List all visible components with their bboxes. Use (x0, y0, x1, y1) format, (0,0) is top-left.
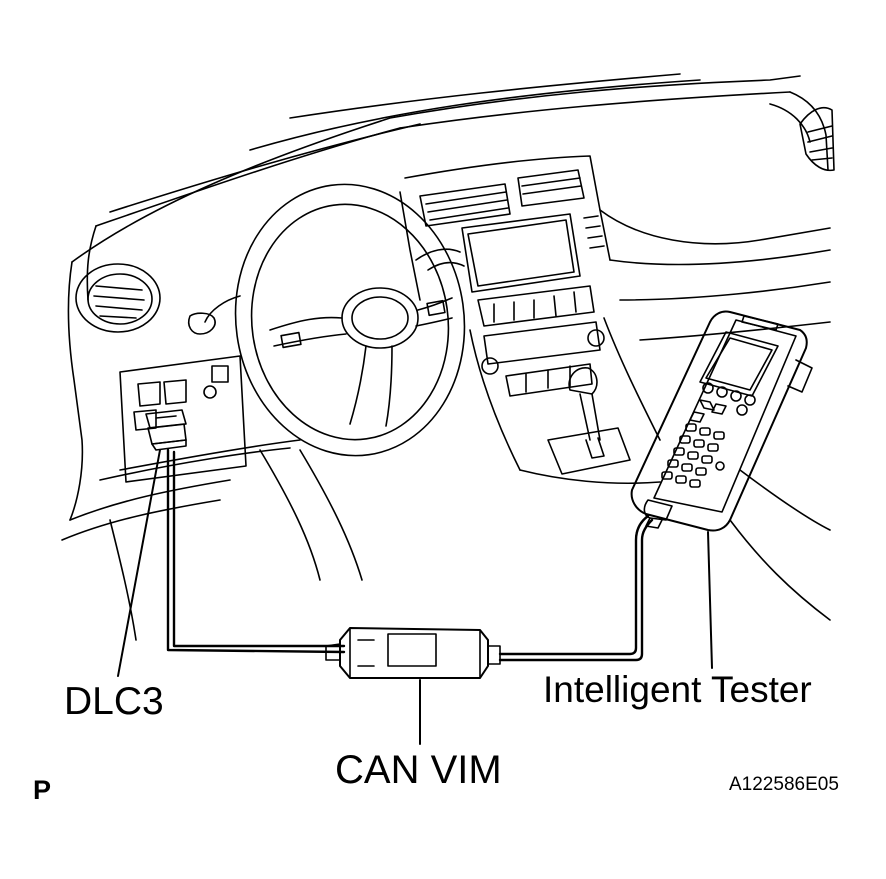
cable-dlc3-to-vim (118, 450, 344, 676)
can-vim-label: CAN VIM (335, 748, 502, 792)
dashboard-outline (62, 74, 828, 540)
figure-code: A122586E05 (729, 774, 839, 795)
lower-left-panel (120, 356, 246, 482)
center-stack (400, 156, 830, 470)
left-air-vent (76, 264, 160, 332)
floor-lines (110, 450, 830, 640)
steering-wheel (189, 169, 482, 470)
cable-vim-to-tester (500, 516, 652, 660)
tester-keypad (662, 424, 724, 487)
can-vim-box (326, 628, 500, 744)
gear-shifter (520, 368, 660, 483)
intelligent-tester-label: Intelligent Tester (543, 669, 812, 710)
view-marker: P (33, 775, 52, 805)
intelligent-tester (632, 311, 812, 668)
right-air-vent (800, 108, 834, 171)
dlc3-label: DLC3 (64, 680, 164, 723)
